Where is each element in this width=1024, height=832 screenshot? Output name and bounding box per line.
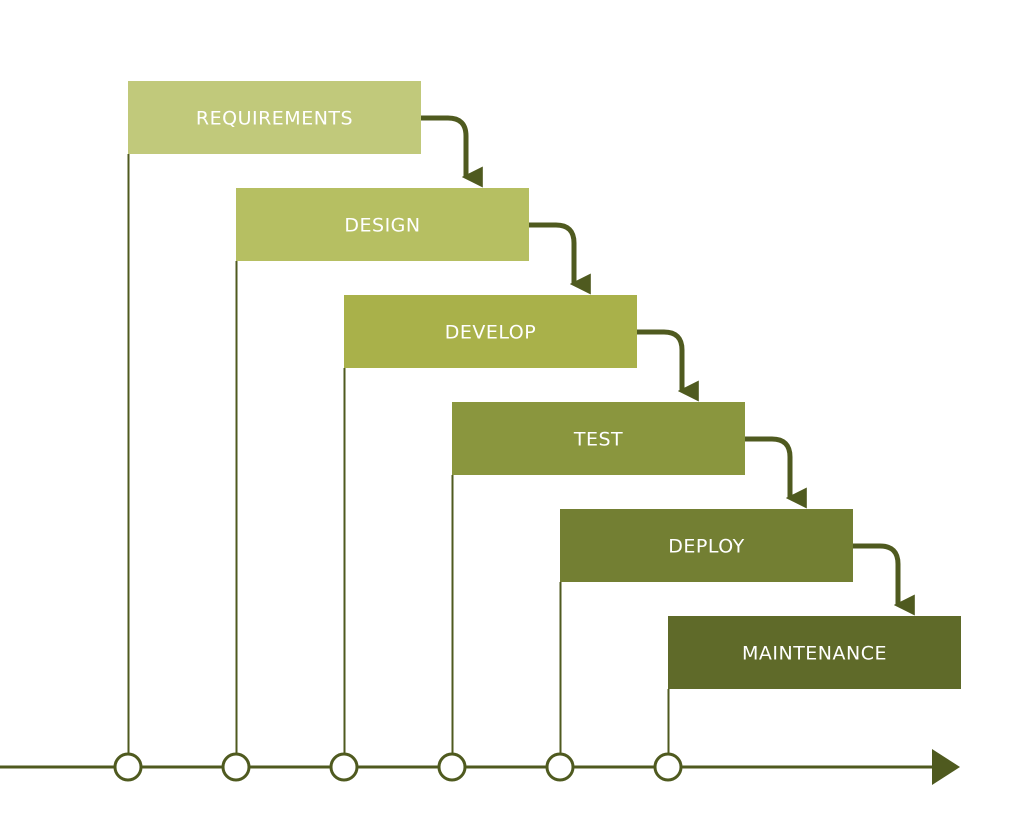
timeline-marker-test xyxy=(437,752,467,782)
step-boxes: REQUIREMENTS DESIGN DEVELOP TEST DEPLOY MAINT… xyxy=(128,81,961,689)
connector-arrow-3 xyxy=(637,329,699,402)
step-box-maintenance xyxy=(668,616,961,689)
step-deploy: DEPLOY xyxy=(560,509,853,582)
step-test: TEST xyxy=(452,402,745,475)
step-box-test xyxy=(452,402,745,475)
step-design: DESIGN xyxy=(236,188,529,261)
connector-arrow-4 xyxy=(745,436,807,509)
connector-arrow-5 xyxy=(853,543,915,616)
timeline-markers xyxy=(113,752,683,782)
step-label-deploy: DEPLOY xyxy=(668,536,745,558)
step-requirements: REQUIREMENTS xyxy=(128,81,421,154)
step-box-deploy xyxy=(560,509,853,582)
step-develop: DEVELOP xyxy=(344,295,637,368)
timeline-marker-deploy xyxy=(545,752,575,782)
timeline-marker-design xyxy=(221,752,251,782)
timeline-marker-requirements xyxy=(113,752,143,782)
connector-arrow-2 xyxy=(529,222,591,295)
step-label-requirements: REQUIREMENTS xyxy=(196,108,353,130)
step-box-design xyxy=(236,188,529,261)
step-label-test: TEST xyxy=(573,429,623,451)
timeline-marker-maintenance xyxy=(653,752,683,782)
drop-lines xyxy=(127,154,670,754)
step-box-develop xyxy=(344,295,637,368)
timeline-arrowhead xyxy=(932,749,960,785)
step-label-develop: DEVELOP xyxy=(445,322,536,344)
step-label-design: DESIGN xyxy=(344,215,420,237)
connector-arrow-1 xyxy=(421,115,483,188)
step-label-maintenance: MAINTENANCE xyxy=(742,643,887,665)
timeline-marker-develop xyxy=(329,752,359,782)
step-box-requirements xyxy=(128,81,421,154)
connector-arrows xyxy=(421,115,915,616)
step-maintenance: MAINTENANCE xyxy=(668,616,961,689)
